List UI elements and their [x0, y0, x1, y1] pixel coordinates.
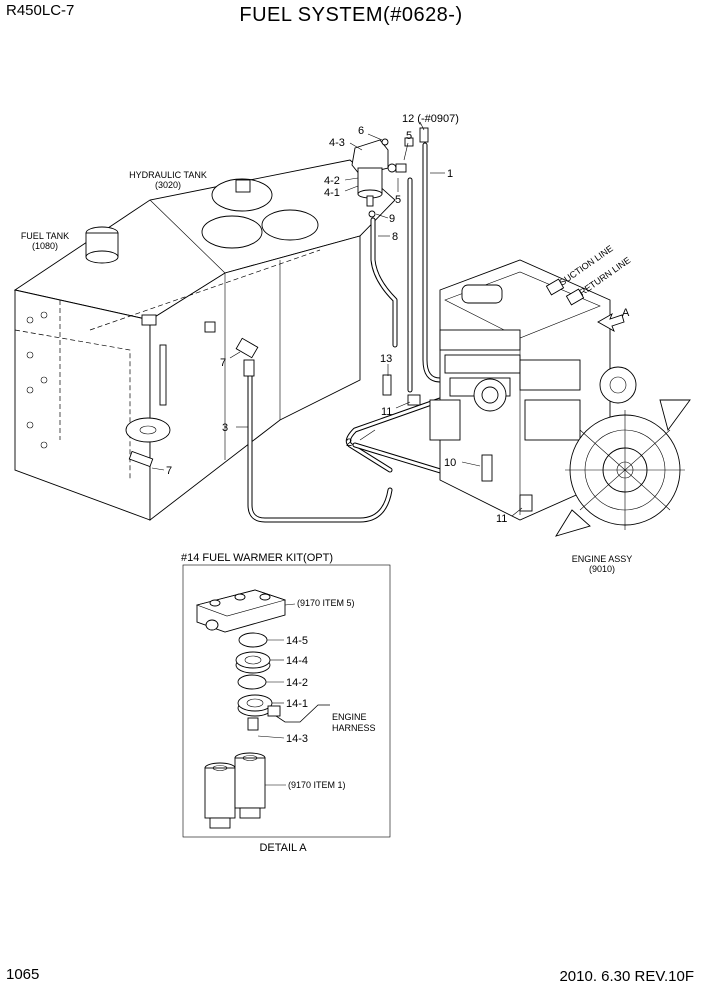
- filter-head: [195, 589, 296, 633]
- callout-6: 6: [358, 125, 364, 137]
- fuel-tank-label: FUEL TANK: [21, 231, 69, 241]
- callout-5a: 5: [406, 130, 412, 142]
- callout-10: 10: [444, 457, 456, 469]
- item-1-ref: (9170 ITEM 1): [288, 780, 346, 790]
- engine-assy-label: ENGINE ASSY: [572, 554, 633, 564]
- callout-14-2: 14-2: [286, 677, 308, 689]
- detail-title: #14 FUEL WARMER KIT(OPT): [181, 552, 333, 564]
- hydraulic-tank-ref: (3020): [155, 180, 181, 190]
- engine-assy-ref: (9010): [589, 564, 615, 574]
- callout-3: 3: [222, 422, 228, 434]
- callout-14-3: 14-3: [286, 733, 308, 745]
- callout-13: 13: [380, 353, 392, 365]
- engine-harness-label-2: HARNESS: [332, 723, 376, 733]
- o-ring-14-5: [238, 632, 268, 648]
- callout-7b: 7: [166, 465, 172, 477]
- callout-11a: 11: [381, 406, 392, 418]
- detail-frame: [182, 564, 391, 838]
- callout-7a: 7: [220, 357, 226, 369]
- revision-date: 2010. 6.30 REV.10F: [559, 968, 694, 985]
- callout-4-2: 4-2: [324, 175, 340, 187]
- engine-assembly: [382, 259, 691, 537]
- view-arrow-a: [597, 312, 625, 333]
- callout-14-5: 14-5: [286, 635, 308, 647]
- callout-2: 2: [346, 437, 352, 449]
- callout-12: 12 (-#0907): [402, 113, 459, 125]
- tank-assembly: [13, 159, 396, 521]
- callout-4-3: 4-3: [329, 137, 345, 149]
- item-5-ref: (9170 ITEM 5): [297, 598, 355, 608]
- callout-14-1: 14-1: [286, 698, 308, 710]
- callout-5b: 5: [395, 194, 401, 206]
- fuel-tank-ref: (1080): [32, 241, 58, 251]
- callout-9: 9: [389, 213, 395, 225]
- fuel-prefilter: [351, 127, 429, 218]
- callouts: 1 2 3 4-1 4-2 4-3 5 5 6 7 7 8 9 10 11 11: [151, 113, 523, 525]
- page-number: 1065: [6, 966, 40, 983]
- page-title: FUEL SYSTEM(#0628-): [239, 4, 463, 26]
- detail-caption: DETAIL A: [259, 842, 307, 854]
- o-ring: [368, 210, 376, 218]
- engine-harness-label-1: ENGINE: [332, 712, 367, 722]
- model-number: R450LC-7: [6, 2, 75, 19]
- hydraulic-tank-label: HYDRAULIC TANK: [129, 170, 207, 180]
- fuel-filter-cartridges: [204, 752, 286, 829]
- o-ring-14-2: [237, 674, 267, 690]
- callout-8: 8: [392, 231, 398, 243]
- hydraulic-tank-cover: [211, 178, 273, 212]
- callout-1: 1: [447, 168, 453, 180]
- sensor-14-3: [247, 717, 259, 731]
- view-marker-a: A: [622, 307, 630, 319]
- detail-a-box: #14 FUEL WARMER KIT(OPT) (9170 ITEM 5) 1…: [181, 552, 391, 854]
- callout-14-4: 14-4: [286, 655, 308, 667]
- callout-11b: 11: [496, 513, 507, 525]
- callout-4-1: 4-1: [324, 187, 340, 199]
